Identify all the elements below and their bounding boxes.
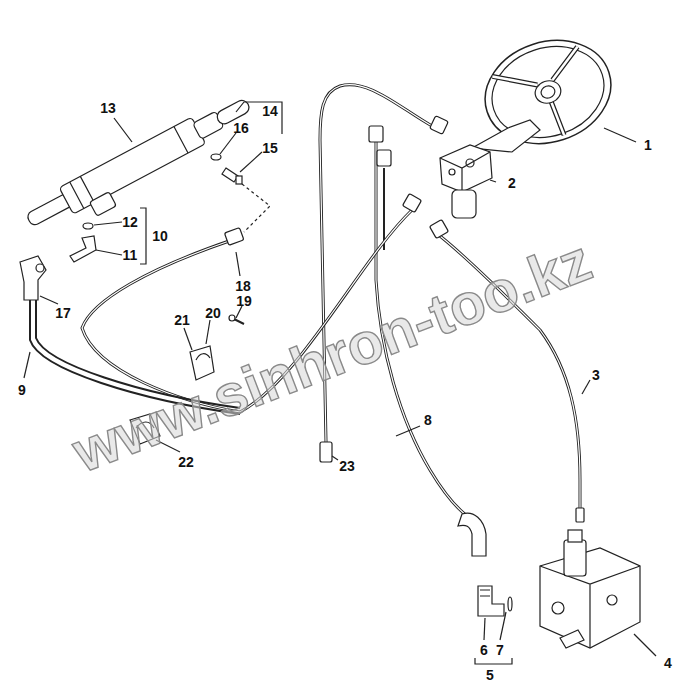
steering-wheel [472,25,625,160]
callout-number: 14 [262,104,278,118]
callout-number: 9 [18,383,26,397]
callout-number: 11 [123,248,138,262]
callout-number: 5 [486,668,494,682]
callout-number: 13 [100,101,116,115]
callout-number: 23 [339,459,355,473]
callout-number: 21 [174,313,190,327]
callout-number: 4 [664,656,672,670]
priority-valve [540,530,640,648]
callout-number: 8 [424,413,432,427]
callout-number: 12 [122,215,138,229]
callout-number: 1 [644,138,652,152]
steering-unit [440,120,540,218]
callout-number: 22 [178,455,194,469]
callout-number: 2 [508,176,516,190]
callout-number: 3 [592,368,600,382]
callout-number: 10 [152,229,168,243]
callout-number: 19 [236,294,252,308]
assembly-line [242,184,270,232]
callout-number: 15 [262,141,278,155]
callout-number: 6 [480,643,488,657]
callout-number: 17 [55,306,71,320]
callout-number: 16 [233,121,249,135]
leader-lines [24,118,656,656]
group-bracket [140,208,146,264]
steering-cylinder [22,91,261,245]
callout-number: 7 [496,643,504,657]
small-parts [20,154,242,300]
elbow-fitting [478,586,512,616]
callout-number: 18 [235,279,251,293]
group-bracket [475,658,512,664]
callout-number: 20 [205,306,221,320]
